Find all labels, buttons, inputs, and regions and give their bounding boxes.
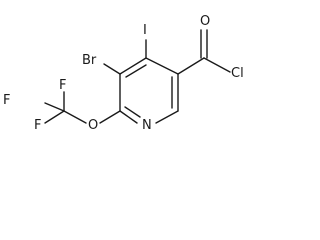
atom-ring-nitrogen: N (142, 118, 152, 133)
atom-chlorine: Cl (231, 66, 244, 81)
atom-fluorine-bottom: F (34, 118, 41, 133)
atom-ether-oxygen: O (88, 118, 98, 133)
atom-iodine: I (143, 23, 147, 38)
bond-n-c1 (119, 110, 138, 124)
atom-bromine: Br (82, 53, 97, 68)
bond-c-ether-o (99, 110, 121, 124)
bond-carbonyl-cl (203, 57, 231, 73)
atom-fluorine-top: F (59, 78, 66, 93)
pyridine-ring (119, 57, 179, 124)
bond-cf3-f-left (44, 102, 65, 112)
bond-c5-n (155, 110, 179, 124)
bond-n-c1-inner (124, 106, 141, 118)
bond-cf3-f-bottom (44, 110, 65, 124)
bond-ether-o-cf3 (63, 110, 87, 124)
chemical-structure-diagram: I Br O Cl N O F F F (3, 14, 244, 133)
bond-c-carbonyl (177, 57, 205, 75)
bond-c2-c3 (119, 57, 147, 75)
bond-c3-c4 (145, 57, 179, 75)
atom-carbonyl-oxygen: O (200, 14, 210, 29)
atom-fluorine-left: F (3, 93, 10, 108)
bond-c-bromine (103, 63, 121, 75)
bond-c2-c3-inner (125, 64, 147, 78)
